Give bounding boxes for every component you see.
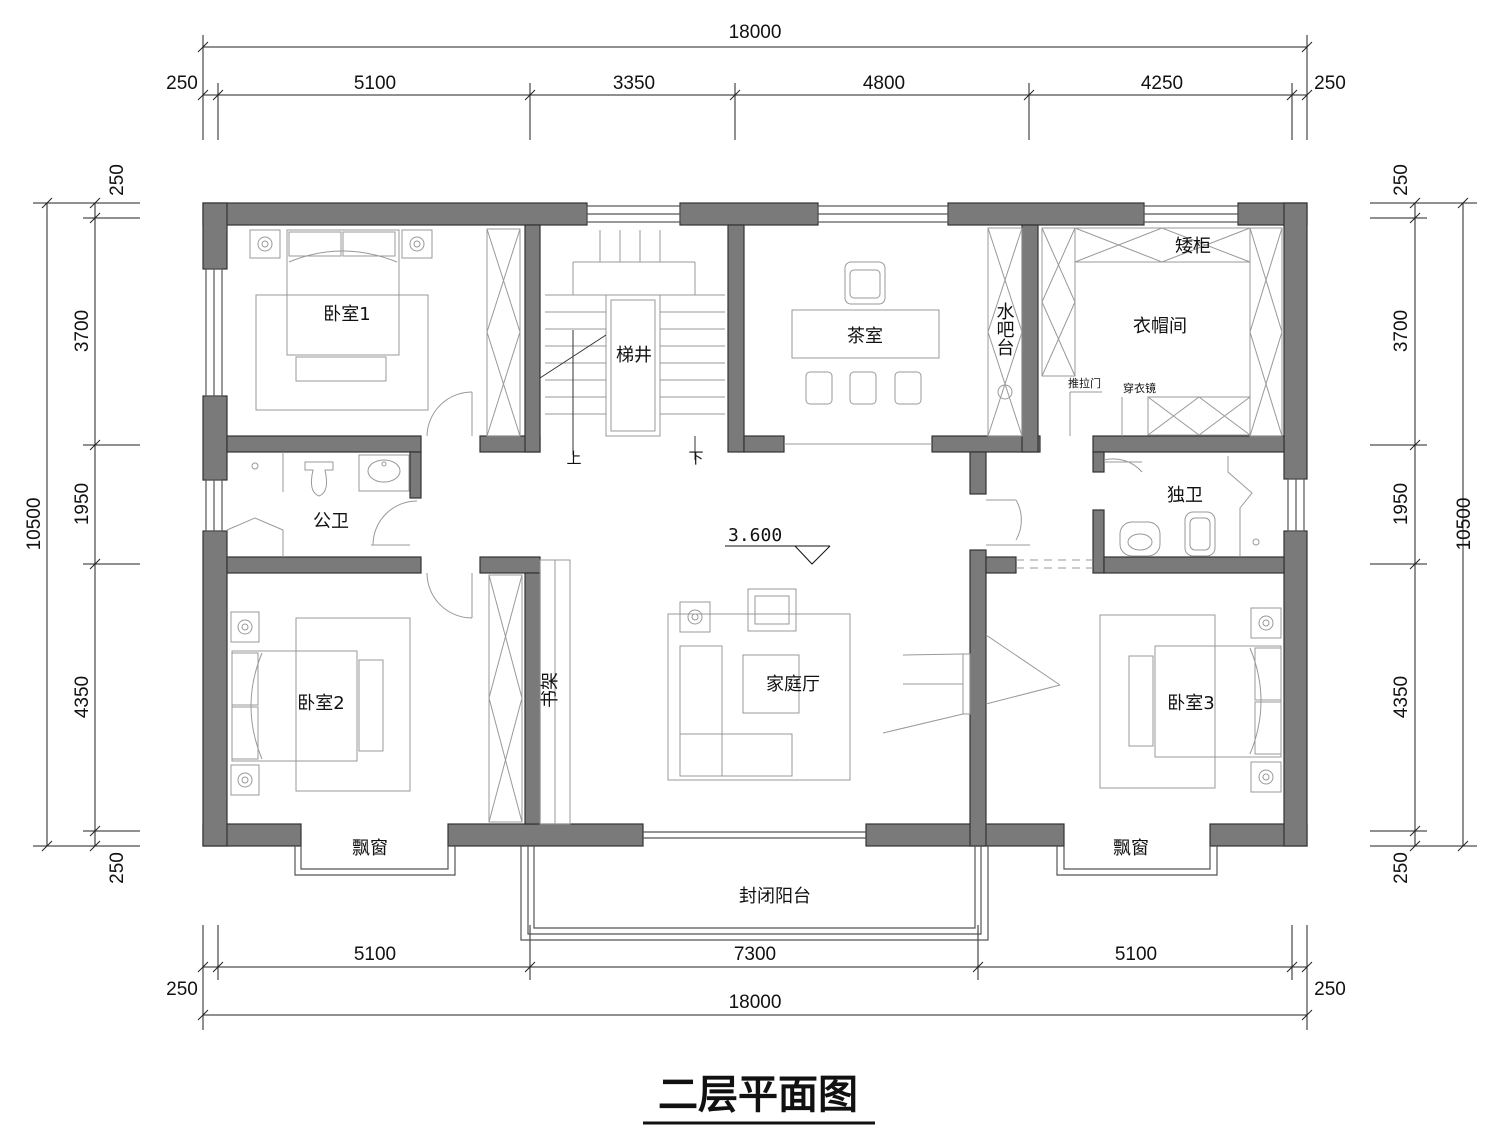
dim-right-segment: 4350 <box>1391 676 1412 718</box>
dim-right-segment: 1950 <box>1391 483 1412 525</box>
label-balcony: 封闭阳台 <box>739 886 811 907</box>
elevation-marker: 3.600 <box>725 525 831 565</box>
label-public-wc: 公卫 <box>313 511 349 532</box>
dim-top-segment: 4800 <box>863 73 905 94</box>
label-cloakroom: 衣帽间 <box>1133 316 1187 337</box>
dim-left-segment: 1950 <box>72 483 93 525</box>
drawing-title: 二层平面图 <box>643 1072 875 1125</box>
dim-right-segment: 3700 <box>1391 310 1412 352</box>
dim-top-segment: 5100 <box>354 73 396 94</box>
windows <box>205 205 1305 941</box>
label-sliding-door: 推拉门 <box>1068 376 1101 390</box>
dim-bottom-segment: 7300 <box>734 944 776 965</box>
page-title: 二层平面图 <box>658 1072 858 1118</box>
dim-bottom-segment: 5100 <box>354 944 396 965</box>
label-bedroom2: 卧室2 <box>297 693 344 714</box>
dim-left-total: 10500 <box>24 498 45 551</box>
label-stair-up: 上 <box>566 449 581 467</box>
label-bay-window-left: 飘窗 <box>352 838 388 859</box>
dim-left-segment: 250 <box>107 164 128 196</box>
dim-bottom-left-margin: 250 <box>166 979 198 1000</box>
dim-left-segment: 4350 <box>72 676 93 718</box>
label-bedroom3: 卧室3 <box>1167 693 1214 714</box>
stair <box>539 230 725 460</box>
dim-top-left-margin: 250 <box>166 73 198 94</box>
family-hall-furniture <box>667 588 971 781</box>
label-bedroom1: 卧室1 <box>323 304 370 325</box>
label-water-bar: 水吧台 <box>994 302 1015 356</box>
dim-top-total: 18000 <box>729 22 782 43</box>
label-low-cabinet: 矮柜 <box>1175 236 1211 257</box>
private-wc-fixtures <box>1016 456 1260 569</box>
dim-bottom-segment: 5100 <box>1115 944 1157 965</box>
dim-bottom-right-margin: 250 <box>1314 979 1346 1000</box>
dim-right-segment: 250 <box>1391 852 1412 884</box>
label-family-hall: 家庭厅 <box>766 674 820 695</box>
dim-right-total: 10500 <box>1454 498 1475 551</box>
dimension-lines <box>33 35 1477 1030</box>
dimension-labels: 18000 250 250 5100 3350 4800 4250 5100 7… <box>24 22 1475 1013</box>
tea-room-furniture <box>784 227 1023 445</box>
label-stairwell: 梯井 <box>616 345 652 366</box>
elevation-label: 3.600 <box>728 525 782 546</box>
label-dressing-mirror: 穿衣镜 <box>1123 381 1156 395</box>
label-tea-room: 茶室 <box>847 326 883 347</box>
walls <box>202 202 1308 847</box>
cloakroom-furniture <box>1041 227 1283 437</box>
dim-top-segment: 4250 <box>1141 73 1183 94</box>
label-bookshelf: 书架 <box>540 672 561 708</box>
dim-top-segment: 3350 <box>613 73 655 94</box>
dim-bottom-total: 18000 <box>729 992 782 1013</box>
public-wc-fixtures <box>226 452 418 557</box>
dim-left-segment: 250 <box>107 852 128 884</box>
bedroom2-furniture <box>230 559 571 825</box>
bedroom1-furniture <box>249 228 521 437</box>
label-stair-down: 下 <box>688 449 703 467</box>
room-labels: 卧室1 梯井 茶室 水吧台 衣帽间 矮柜 推拉门 穿衣镜 公卫 独卫 家庭厅 书… <box>297 236 1214 907</box>
dim-top-right-margin: 250 <box>1314 73 1346 94</box>
dim-left-segment: 3700 <box>72 310 93 352</box>
label-private-wc: 独卫 <box>1167 485 1203 506</box>
bedroom3-furniture <box>985 499 1282 793</box>
label-bay-window-right: 飘窗 <box>1113 838 1149 859</box>
dim-right-segment: 250 <box>1391 164 1412 196</box>
